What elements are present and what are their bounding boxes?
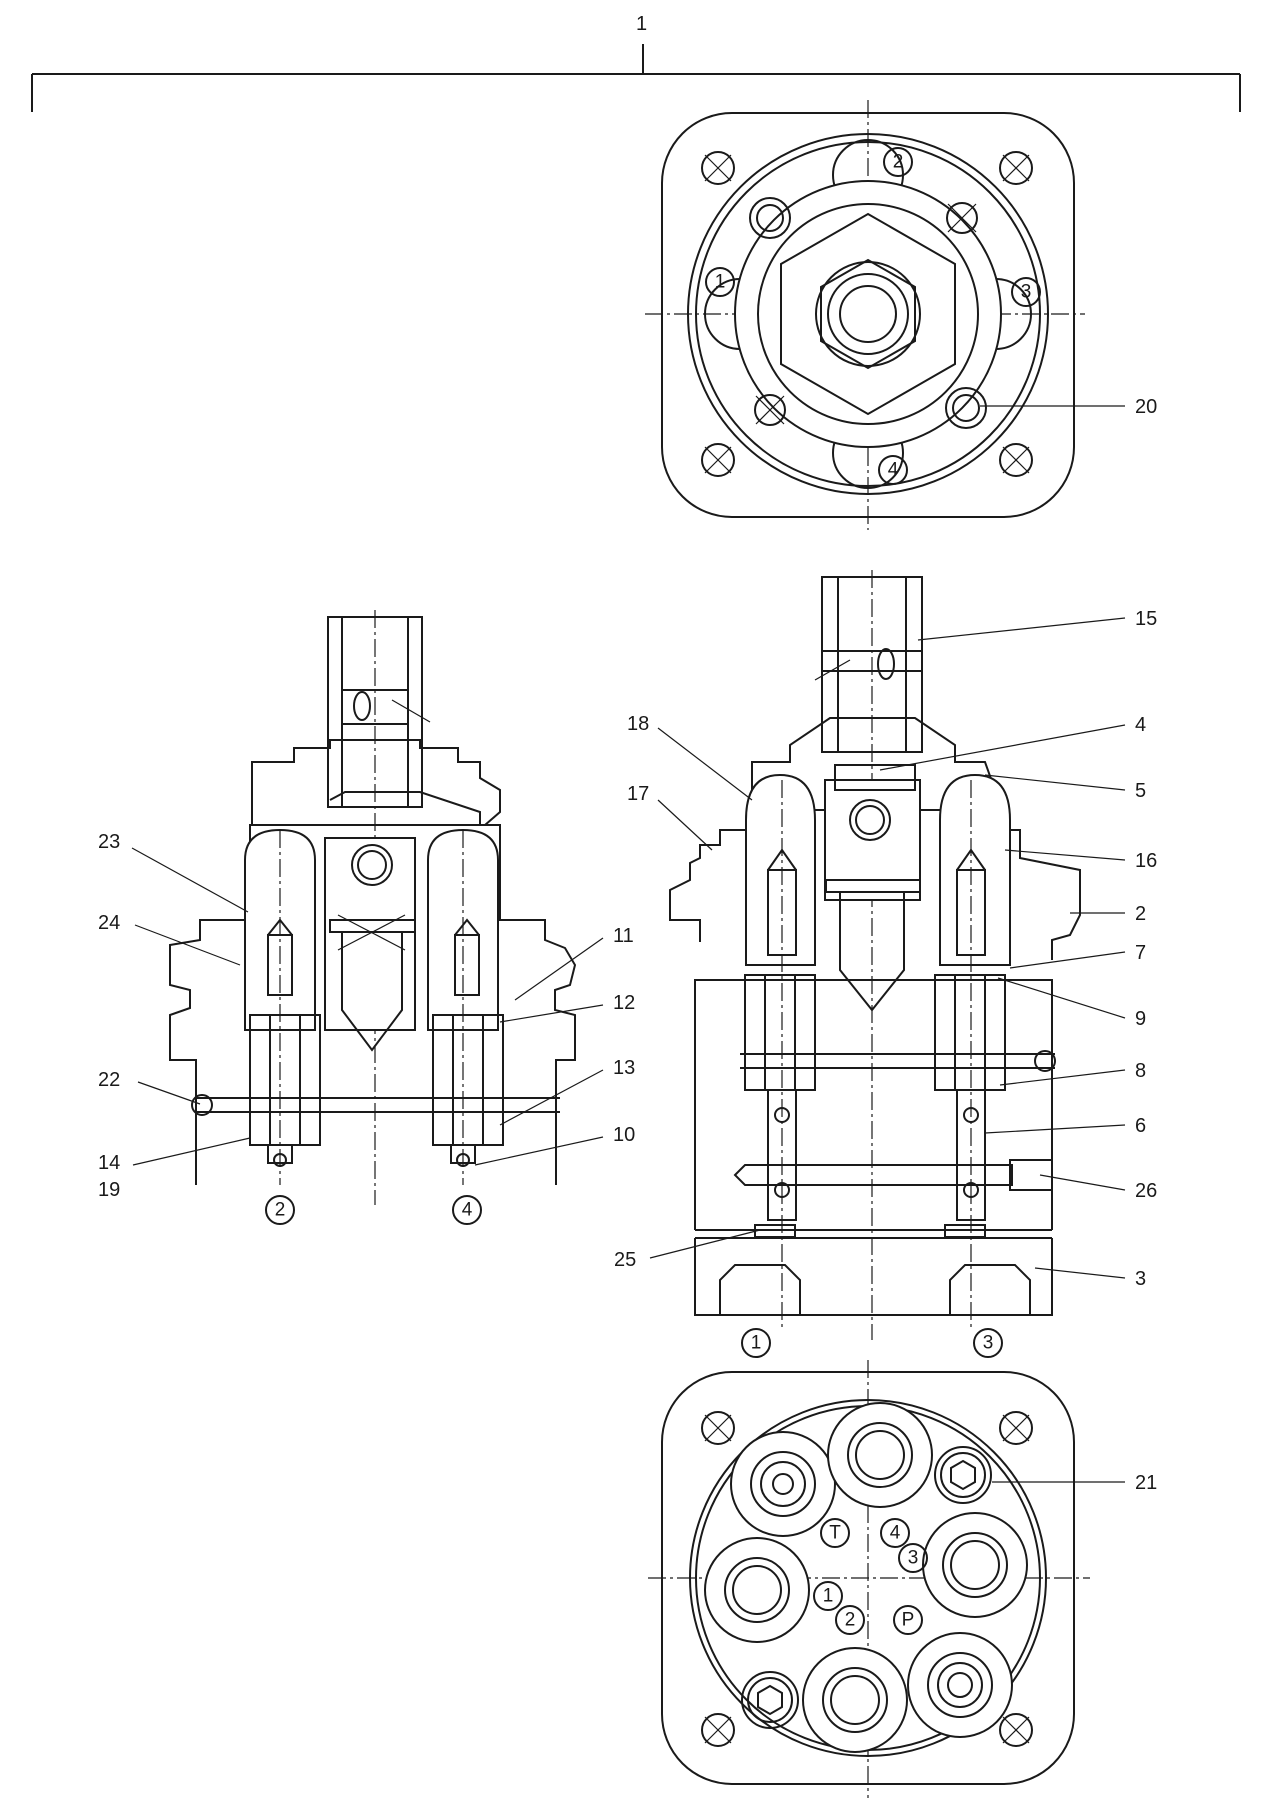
svg-text:1: 1: [715, 272, 726, 293]
assembly-bracket: 1: [31, 13, 1241, 112]
svg-text:1: 1: [751, 1333, 762, 1354]
top-port-markers: 1 2 3 4: [705, 147, 1041, 485]
svg-text:1: 1: [823, 1586, 834, 1607]
callout-9: 9: [1135, 1008, 1146, 1030]
top-view: 1 2 3 4 20: [645, 100, 1157, 530]
callout-7: 7: [1135, 942, 1146, 964]
svg-text:3: 3: [1021, 282, 1032, 303]
callout-15: 15: [1135, 608, 1157, 630]
callout-6: 6: [1135, 1115, 1146, 1137]
callout-25: 25: [614, 1249, 636, 1271]
svg-text:2: 2: [275, 1200, 286, 1221]
callout-21: 21: [1135, 1472, 1157, 1494]
callout-22: 22: [98, 1069, 120, 1091]
callout-13: 13: [613, 1057, 635, 1079]
callout-10: 10: [613, 1124, 635, 1146]
callout-24: 24: [98, 912, 120, 934]
callout-4: 4: [1135, 714, 1146, 736]
svg-text:P: P: [902, 1610, 915, 1631]
svg-text:2: 2: [893, 152, 904, 173]
callout-19: 19: [98, 1179, 120, 1201]
callout-8: 8: [1135, 1060, 1146, 1082]
bottom-view: T 4 3 1 2 P 21: [648, 1360, 1157, 1798]
callout-1: 1: [636, 13, 647, 35]
left-section-view: 2 4 23 24 22 14 19 11 12 13 10: [98, 610, 635, 1225]
corner-bolts: [701, 151, 1033, 477]
callout-23: 23: [98, 831, 120, 853]
svg-text:4: 4: [462, 1200, 473, 1221]
callout-2: 2: [1135, 903, 1146, 925]
svg-text:3: 3: [908, 1548, 919, 1569]
callout-16: 16: [1135, 850, 1157, 872]
callout-26: 26: [1135, 1180, 1157, 1202]
callout-11: 11: [613, 925, 634, 947]
callout-14: 14: [98, 1152, 120, 1174]
callout-3: 3: [1135, 1268, 1146, 1290]
callout-5: 5: [1135, 780, 1146, 802]
svg-text:4: 4: [890, 1523, 901, 1544]
svg-text:T: T: [829, 1523, 841, 1544]
svg-text:2: 2: [845, 1610, 856, 1631]
svg-text:3: 3: [983, 1333, 994, 1354]
callout-17: 17: [627, 783, 649, 805]
svg-text:4: 4: [888, 460, 899, 481]
callout-12: 12: [613, 992, 635, 1014]
right-section-view: 1 3 15 4 5 16 2 7 9 8 6 26 3 18 17 25: [614, 570, 1157, 1358]
callout-20: 20: [1135, 396, 1157, 418]
callout-18: 18: [627, 713, 649, 735]
